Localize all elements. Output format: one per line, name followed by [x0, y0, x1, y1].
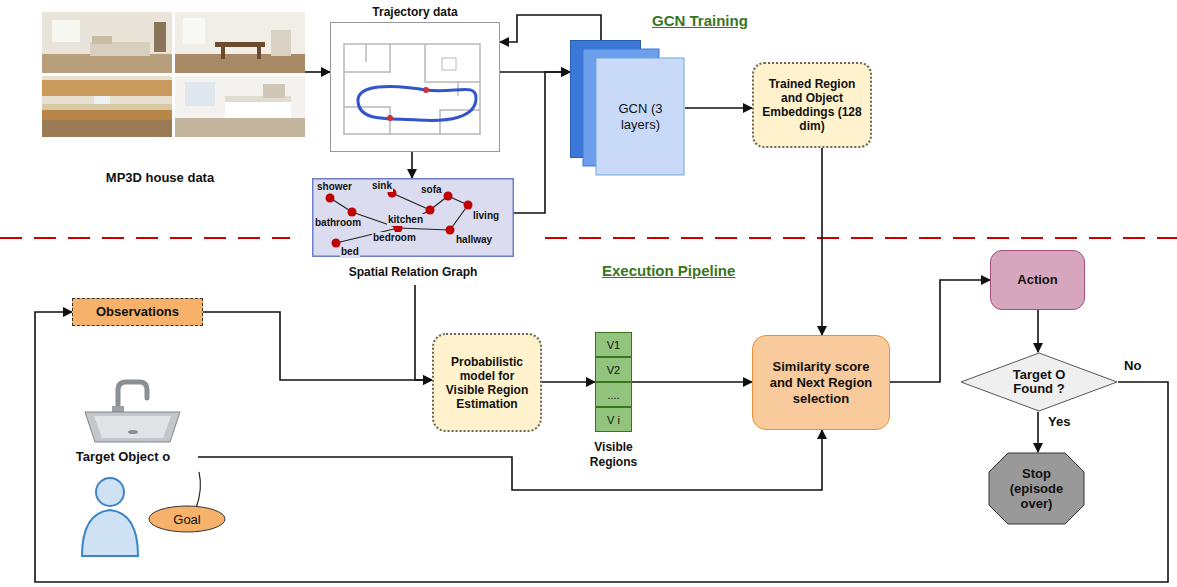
connector: [415, 285, 432, 380]
goal-bubble: Goal: [148, 505, 226, 533]
connector: [411, 152, 413, 178]
node-text: GCN (3 layers): [596, 58, 685, 176]
region-cell: V1: [595, 332, 632, 357]
connector: [685, 107, 752, 109]
node-text: V2: [607, 364, 620, 376]
connector: [500, 15, 601, 42]
node-text: Target O Found ?: [996, 368, 1082, 396]
node-text: Probabilistic model for Visible Region E…: [440, 355, 534, 411]
graph-word: sofa: [420, 184, 443, 196]
region-cell: ....: [595, 382, 632, 407]
node-text: MP3D house data: [42, 170, 278, 185]
region-cell: V2: [595, 357, 632, 382]
graph-word: sink: [371, 180, 393, 192]
graph-word: bathroom: [314, 217, 362, 229]
stop-octagon: Stop (episode over): [988, 452, 1085, 525]
target-object: Target Object o: [48, 378, 198, 468]
gcn-box: GCN (3 layers): [570, 40, 685, 176]
observation-box: Observations: [72, 298, 203, 326]
graph-word: hallway: [455, 234, 493, 246]
region-cell: V i: [595, 407, 632, 432]
node-text: Goal: [173, 512, 200, 527]
connector: [1037, 310, 1039, 352]
model-box: Probabilistic model for Visible Region E…: [432, 333, 542, 432]
connector: [305, 71, 330, 73]
node-text: Trained Region and Object Embeddings (12…: [760, 77, 864, 133]
node-text: V i: [607, 414, 620, 426]
connector: [198, 430, 822, 490]
trajectory-map: [330, 22, 500, 152]
node-text: Target Object o: [48, 449, 198, 464]
sink-picture: [48, 378, 198, 446]
connector: [514, 72, 570, 213]
graph-word: shower: [316, 181, 353, 193]
connector: [821, 148, 823, 335]
connector: [1037, 412, 1039, 452]
graph-word: living: [472, 210, 500, 222]
edge-label: Yes: [1046, 414, 1072, 429]
connector: [890, 280, 990, 382]
node-text: Visible Regions: [570, 440, 657, 470]
visible-regions-stack: Visible RegionsV1V2....V i: [595, 332, 632, 432]
trajectory-box: Trajectory data: [330, 4, 500, 152]
action-box: Action: [990, 250, 1085, 310]
person-icon: [82, 478, 138, 556]
connector: [632, 381, 752, 383]
house-photos: [42, 12, 305, 137]
node-text: ....: [607, 389, 619, 401]
photo-node: MP3D house data: [42, 12, 305, 190]
separator-line: [0, 237, 290, 239]
connector: [542, 381, 595, 383]
node-text: V1: [607, 339, 620, 351]
connector: [203, 312, 432, 380]
node-text: Stop (episode over): [1002, 466, 1071, 511]
graph-word: kitchen: [387, 214, 424, 226]
node-text: Action: [1017, 272, 1057, 288]
node-text: Similarity score and Next Region selecti…: [763, 359, 879, 407]
connector: [35, 312, 1168, 582]
separator-line: [545, 237, 1177, 239]
edge-label: No: [1122, 358, 1143, 373]
node-text: Spatial Relation Graph: [312, 265, 514, 279]
graph-word: bed: [340, 246, 360, 258]
section-heading: GCN Training: [652, 12, 748, 29]
section-heading: Execution Pipeline: [602, 262, 735, 279]
selection-box: Similarity score and Next Region selecti…: [752, 335, 890, 430]
embedding-box: Trained Region and Object Embeddings (12…: [752, 62, 872, 148]
speech-leader: [196, 472, 200, 508]
graph-word: bedroom: [372, 232, 417, 244]
decision-diamond: Target O Found ?: [960, 352, 1118, 412]
node-text: Trajectory data: [330, 5, 500, 19]
node-text: Observations: [96, 304, 179, 320]
